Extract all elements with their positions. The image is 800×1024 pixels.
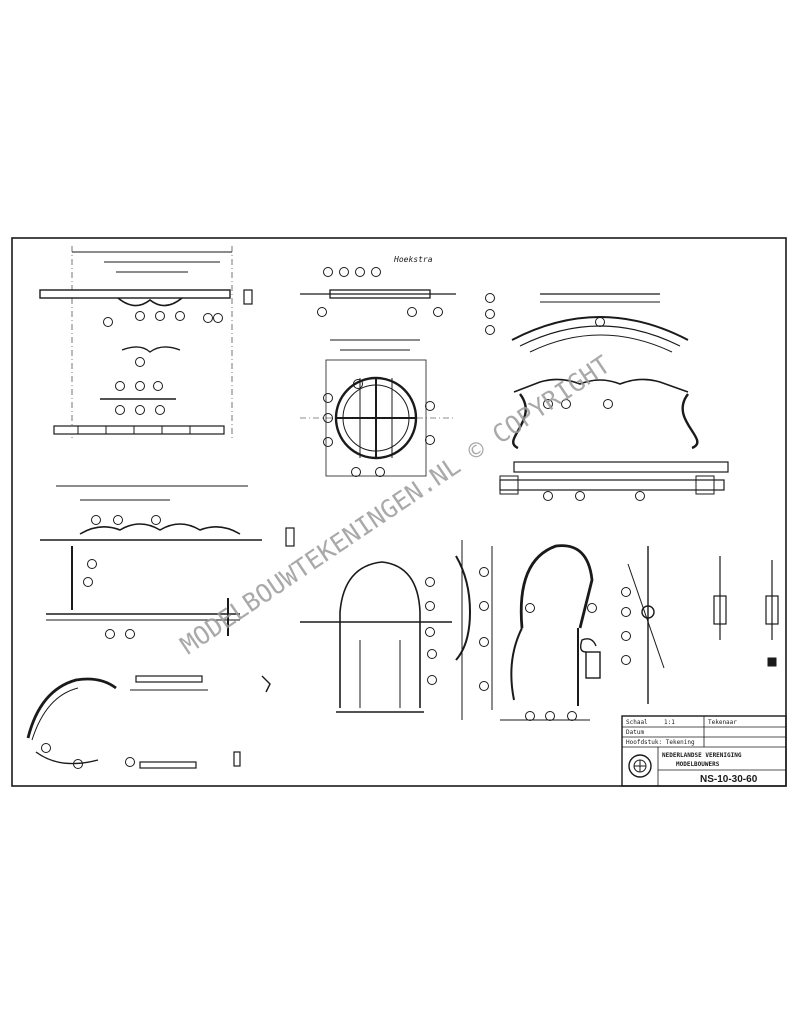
view-link-frame	[300, 540, 489, 720]
view-leaf-spring	[485, 293, 729, 501]
view-hook-bow	[491, 544, 601, 721]
view-arc	[26, 675, 271, 769]
drawing-number: NS-10-30-60	[700, 774, 758, 785]
title-block-row2-label: Datum	[626, 729, 644, 736]
view-crossbar	[40, 485, 295, 639]
view-rod-brackets	[621, 546, 779, 704]
association-emblem-icon	[628, 754, 652, 778]
title-block-row3-text: Hoofdstuk: Tekening	[626, 739, 695, 746]
view-ring-bracket	[300, 267, 456, 477]
view-buffer-beam-top	[39, 246, 253, 440]
title-block-row1-label: Schaal	[626, 719, 648, 726]
title-block-org-line2: MODELBOUWERS	[676, 761, 720, 768]
title-block	[621, 715, 787, 787]
title-block-row1-value: 1:1	[664, 719, 675, 726]
title-block-org-line1: NEDERLANDSE VERENIGING	[662, 752, 742, 759]
sheet-border	[11, 237, 787, 787]
top-note: Hoekstra	[393, 255, 433, 264]
title-block-row1-right: Tekenaar	[708, 719, 737, 726]
